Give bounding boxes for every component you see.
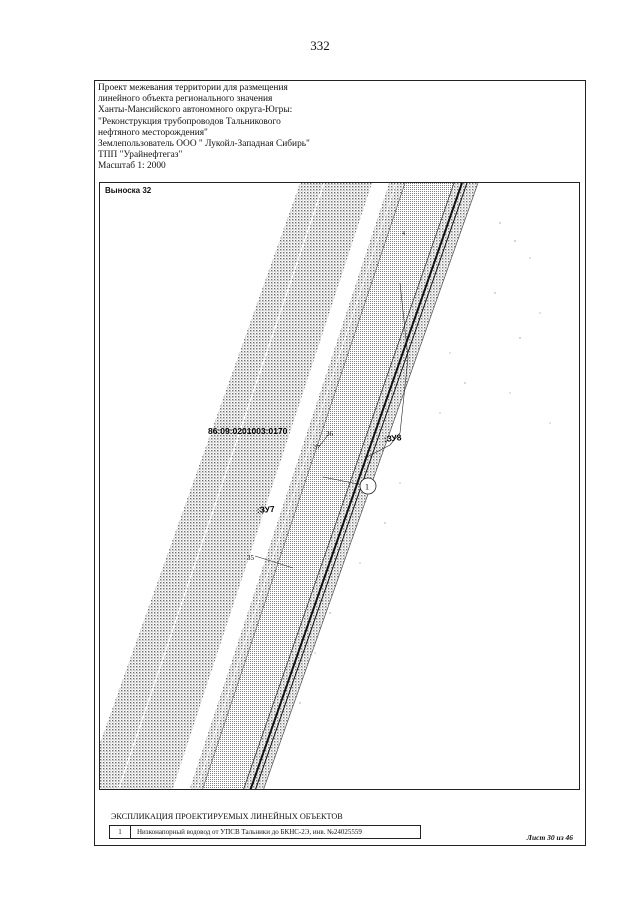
pipeline-line (249, 183, 463, 789)
title-line-6: Землепользователь ООО " Лукойл-Западная … (98, 139, 310, 150)
callout-title: Выноска 32 (105, 186, 152, 195)
zone-leader (364, 282, 409, 459)
page-number: 332 (310, 38, 330, 53)
zone-label-zu8: :ЗУ8 (383, 432, 402, 444)
object-marker-circle (359, 477, 377, 495)
zone-edge-line (202, 183, 406, 789)
white-strip (172, 183, 389, 789)
point-leader (254, 555, 294, 569)
map-drawing: 86:09:0201003:0170 :ЗУ7 :ЗУ8 36 35 37 4 … (100, 183, 551, 789)
point-label-37: 37 (314, 445, 320, 451)
explication-row-name: Низконапорный водовод от УПСВ Тальники д… (137, 828, 362, 836)
title-block: Проект межевания территории для размещен… (98, 83, 310, 173)
title-line-5: нефтяного месторождения" (98, 127, 208, 138)
zone-label-zu7: :ЗУ7 (256, 504, 275, 515)
parcel-inner-line (118, 183, 325, 789)
background-dots (279, 222, 551, 744)
map-sheet: Проект межевания территории для размещен… (94, 80, 586, 846)
sheet-number: Лист 30 из 46 (526, 833, 573, 842)
point-label-35: 35 (247, 554, 255, 562)
explication-row-number: 1 (110, 826, 131, 838)
point-label-4: 4 (402, 231, 405, 237)
parcel-label: 86:09:0201003:0170 (208, 426, 288, 436)
object-marker-label: 1 (365, 483, 369, 492)
title-line-4: "Реконструкция трубопроводов Тальниковог… (98, 116, 281, 127)
map-frame[interactable]: 86:09:0201003:0170 :ЗУ7 :ЗУ8 36 35 37 4 … (99, 182, 580, 790)
title-line-1: Проект межевания территории для размещен… (98, 83, 288, 93)
scale-line: Масштаб 1: 2000 (98, 161, 166, 172)
title-line-3: Ханты-Мансийского автономного округа-Югр… (98, 105, 293, 116)
point-label-36: 36 (326, 430, 334, 438)
parcel-inner-line (196, 183, 397, 789)
explication-title: ЭКСПЛИКАЦИЯ ПРОЕКТИРУЕМЫХ ЛИНЕЙНЫХ ОБЪЕК… (111, 812, 343, 821)
pipeline-line (243, 183, 455, 789)
title-line-7: ТПП "Урайнефтегаз" (98, 150, 183, 161)
point-leader (317, 434, 329, 449)
explication-table: 1 Низконапорный водовод от УПСВ Тальники… (109, 825, 421, 839)
marker-leader (322, 476, 364, 486)
title-line-2: линейного объекта регионального значения (98, 94, 273, 105)
